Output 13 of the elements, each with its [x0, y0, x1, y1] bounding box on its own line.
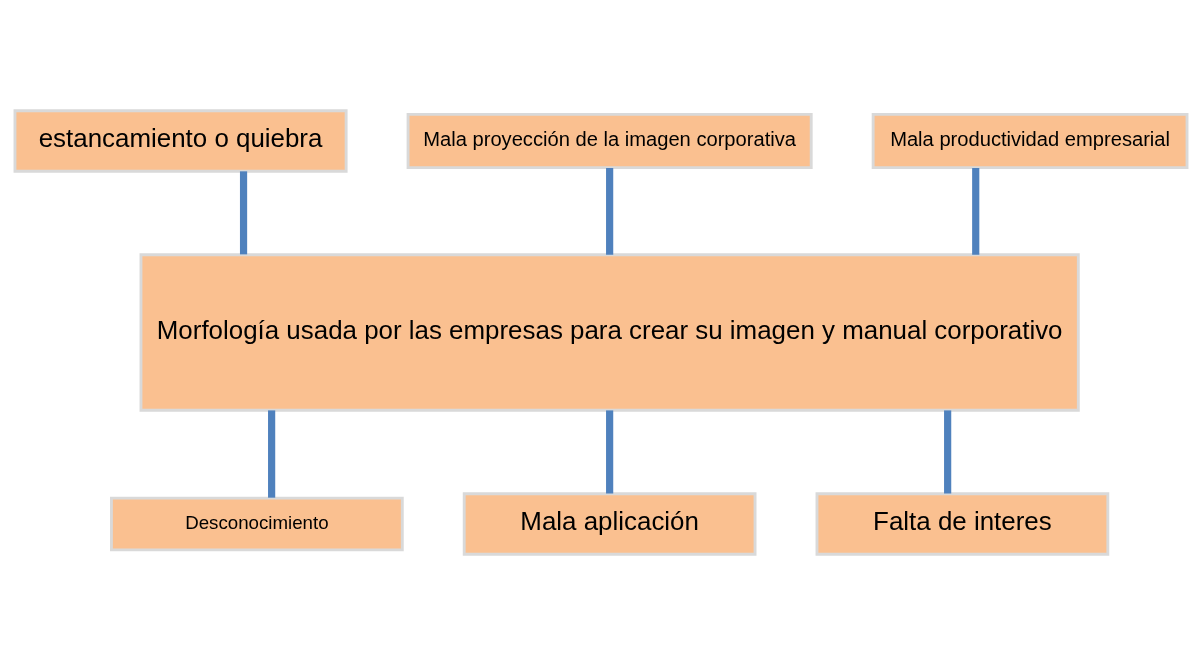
connector	[944, 410, 952, 494]
node-box: Desconocimiento	[110, 496, 404, 552]
node-box: Mala aplicación	[462, 492, 757, 556]
connector	[239, 171, 248, 255]
connector	[268, 410, 276, 498]
connector	[606, 410, 614, 494]
node-box: Morfología usada por las empresas para crear su imagen y manual corporativo	[139, 253, 1080, 412]
node-box: estancamiento o quiebra	[13, 109, 348, 173]
node-box: Mala proyección de la imagen corporativa	[406, 112, 813, 170]
connector	[972, 168, 980, 255]
node-box: Mala productividad empresarial	[871, 112, 1189, 170]
node-box: Falta de interes	[815, 492, 1110, 556]
connector	[606, 168, 614, 255]
